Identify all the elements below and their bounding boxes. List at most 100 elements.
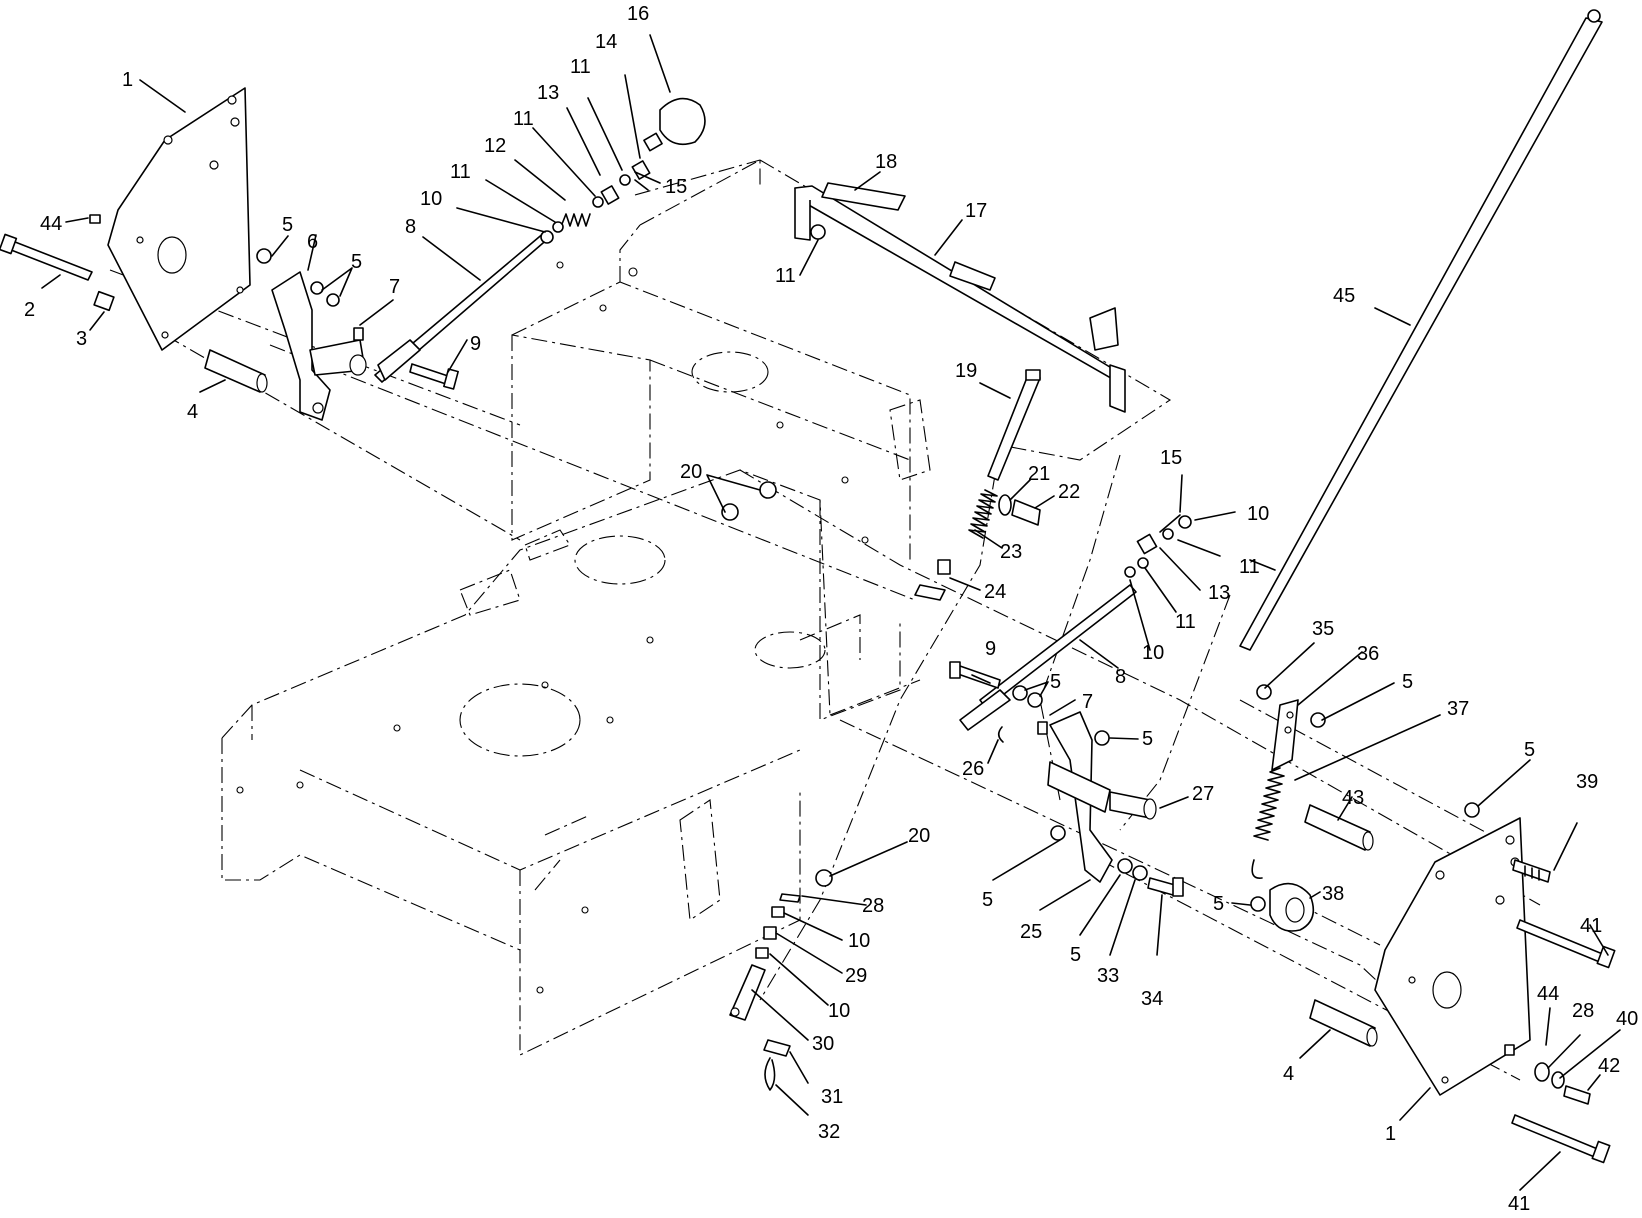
callout-13: 13	[537, 82, 559, 104]
screw-44-left	[89, 214, 101, 224]
bolt-2	[0, 233, 93, 281]
callout-32: 32	[818, 1121, 840, 1143]
callout-15: 15	[1160, 447, 1182, 469]
callout-8: 8	[1115, 666, 1126, 688]
spring-37	[1251, 767, 1285, 879]
callout-16: 16	[627, 3, 649, 25]
callout-20: 20	[680, 461, 702, 483]
callout-19: 19	[955, 360, 977, 382]
callout-11: 11	[775, 265, 796, 287]
callout-11: 11	[570, 56, 591, 78]
washer-21-pin-22	[998, 494, 1041, 526]
spacer-tube-4-right	[1309, 999, 1378, 1047]
callout-30: 30	[812, 1033, 834, 1055]
flange-bearing-38	[1269, 882, 1315, 932]
callout-4: 4	[1283, 1063, 1294, 1085]
callout-27: 27	[1192, 783, 1214, 805]
callout-9: 9	[985, 638, 996, 660]
callout-18: 18	[875, 151, 897, 173]
leader-lines	[41, 34, 1621, 1191]
left-side-plate	[107, 87, 251, 351]
nuts-5-mid	[1012, 685, 1110, 746]
bolt-41-upper	[1516, 919, 1616, 969]
pin-27	[1109, 791, 1157, 820]
callout-24: 24	[984, 581, 1006, 603]
callout-7: 7	[1082, 691, 1093, 713]
callout-29: 29	[845, 965, 867, 987]
nuts-20	[721, 481, 833, 887]
callout-1: 1	[122, 69, 133, 91]
callout-25: 25	[1020, 921, 1042, 943]
callout-11: 11	[1175, 611, 1196, 633]
set-screw-7-left	[353, 327, 364, 341]
spring-23	[968, 489, 998, 539]
control-rod-8-right	[959, 584, 1137, 731]
callout-44: 44	[1537, 983, 1559, 1005]
callout-28: 28	[862, 895, 884, 917]
callout-31: 31	[821, 1086, 843, 1108]
callout-10: 10	[1142, 642, 1164, 664]
callout-41: 41	[1580, 915, 1602, 937]
callout-12: 12	[484, 135, 506, 157]
callout-21: 21	[1028, 463, 1050, 485]
control-rod-8-left	[374, 231, 551, 383]
nuts-5-left	[256, 248, 340, 307]
callout-42: 42	[1598, 1055, 1620, 1077]
callout-22: 22	[1058, 481, 1080, 503]
callout-20: 20	[908, 825, 930, 847]
nuts-35-5	[1250, 684, 1480, 912]
bracket-36	[1271, 699, 1299, 771]
callout-5: 5	[1070, 944, 1081, 966]
callout-36: 36	[1357, 643, 1379, 665]
callout-11: 11	[513, 108, 534, 130]
callout-1: 1	[1385, 1123, 1396, 1145]
decal-18	[821, 182, 906, 211]
callout-11: 11	[450, 161, 471, 183]
callout-5: 5	[1213, 893, 1224, 915]
callout-13: 13	[1208, 582, 1230, 604]
callout-2: 2	[24, 299, 35, 321]
bolt-41-lower	[1511, 1114, 1611, 1164]
callout-11: 11	[1239, 556, 1260, 578]
callout-15: 15	[665, 176, 687, 198]
callout-40: 40	[1616, 1008, 1638, 1030]
callout-10: 10	[848, 930, 870, 952]
lever-bracket-25	[1047, 711, 1113, 883]
callout-5: 5	[1402, 671, 1413, 693]
callout-7: 7	[389, 276, 400, 298]
spacer-tube-4-left	[204, 349, 268, 393]
callout-45: 45	[1333, 285, 1355, 307]
callout-44: 44	[40, 213, 62, 235]
callout-5: 5	[982, 889, 993, 911]
bolt-9-right	[949, 661, 1001, 689]
linkage-28-32	[729, 893, 801, 1091]
callout-5: 5	[282, 214, 293, 236]
callout-41: 41	[1508, 1193, 1530, 1215]
collar-24	[914, 559, 951, 601]
nuts-33-bolt-34	[1050, 825, 1184, 897]
lever-bracket-6	[271, 271, 367, 421]
callout-4: 4	[187, 401, 198, 423]
long-rod-45	[1239, 9, 1603, 651]
bolt-39	[1512, 859, 1551, 883]
callout-33: 33	[1097, 965, 1119, 987]
callout-43: 43	[1342, 787, 1364, 809]
center-rod-19	[987, 369, 1041, 481]
callout-5: 5	[1142, 728, 1153, 750]
callout-26: 26	[962, 758, 984, 780]
callout-10: 10	[420, 188, 442, 210]
spacer-tube-43	[1304, 804, 1374, 851]
callout-10: 10	[1247, 503, 1269, 525]
handle-bar-17	[794, 185, 1126, 413]
small-parts-right	[1124, 514, 1192, 578]
callout-35: 35	[1312, 618, 1334, 640]
callout-3: 3	[76, 328, 87, 350]
callout-5: 5	[1524, 739, 1535, 761]
clip-26	[997, 726, 1004, 743]
callout-34: 34	[1141, 988, 1163, 1010]
callout-5: 5	[1050, 671, 1061, 693]
callout-17: 17	[965, 200, 987, 222]
callout-5: 5	[351, 251, 362, 273]
right-side-plate	[1374, 817, 1531, 1096]
